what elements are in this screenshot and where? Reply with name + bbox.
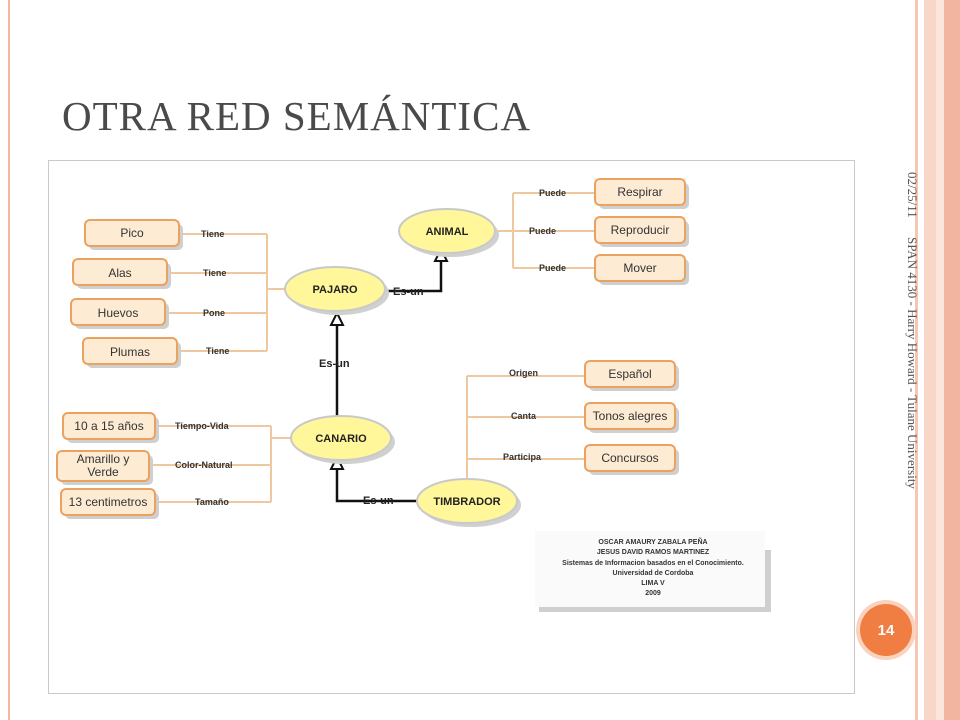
credit-line: Sistemas de Informacion basados en el Co… (562, 560, 744, 567)
svg-text:Reproducir: Reproducir (611, 223, 670, 237)
isa-label-timbrador-canario: Es-un (363, 495, 394, 507)
credit-line: LIMA V (641, 580, 665, 587)
timbrador-connectors (466, 375, 585, 483)
slide-footer-vertical: 02/25/11 SPAN 4130 - Harry Howard - Tula… (880, 172, 920, 572)
slide-course-info: SPAN 4130 - Harry Howard - Tulane Univer… (905, 237, 920, 489)
node-pico: Pico (84, 219, 183, 250)
concept-timbrador: TIMBRADOR (416, 478, 521, 527)
node-plumas: Plumas (82, 337, 181, 368)
canario-connectors (149, 425, 293, 503)
link-puede: Puede (539, 188, 566, 198)
credit-line: OSCAR AMAURY ZABALA PEÑA (598, 537, 707, 546)
link-puede: Puede (539, 263, 566, 273)
node-tiempo-vida-value: 10 a 15 años (62, 412, 159, 443)
svg-text:Tonos alegres: Tonos alegres (593, 409, 668, 423)
semantic-network-svg: Es-un Es-un Es-un Pico Tiene Alas Tiene … (56, 178, 771, 612)
isa-arrows (329, 246, 449, 503)
credit-line: 2009 (645, 590, 661, 597)
svg-text:TIMBRADOR: TIMBRADOR (433, 496, 500, 508)
svg-text:Plumas: Plumas (110, 345, 150, 359)
pajaro-connectors (167, 233, 287, 352)
page-number-badge: 14 (860, 604, 912, 656)
node-reproducir: Reproducir (594, 216, 689, 247)
node-huevos: Huevos (70, 298, 169, 329)
svg-text:Español: Español (608, 367, 651, 381)
svg-text:Respirar: Respirar (617, 185, 662, 199)
link-puede: Puede (529, 226, 556, 236)
link-tiene: Tiene (203, 268, 226, 278)
svg-text:Huevos: Huevos (98, 306, 139, 320)
concept-canario: CANARIO (290, 415, 395, 464)
svg-text:Verde: Verde (87, 465, 119, 479)
svg-text:Alas: Alas (108, 266, 131, 280)
svg-text:CANARIO: CANARIO (315, 433, 367, 445)
node-mover: Mover (594, 254, 689, 285)
link-tiempo-vida: Tiempo-Vida (175, 421, 230, 431)
animal-connectors (497, 192, 595, 269)
svg-text:Amarillo y: Amarillo y (77, 452, 130, 466)
left-decorative-border (8, 0, 10, 720)
semantic-network-diagram: Es-un Es-un Es-un Pico Tiene Alas Tiene … (48, 160, 855, 694)
slide-title: OTRA RED SEMÁNTICA (62, 93, 532, 139)
link-tiene: Tiene (201, 229, 224, 239)
slide-date: 02/25/11 (905, 172, 920, 218)
concept-pajaro: PAJARO (284, 266, 389, 315)
right-decorative-border (944, 0, 960, 720)
svg-text:Mover: Mover (623, 261, 656, 275)
link-canta: Canta (511, 411, 537, 421)
node-color-value: Amarillo y Verde (56, 450, 153, 485)
link-origen: Origen (509, 368, 538, 378)
link-tamano: Tamaño (195, 497, 229, 507)
link-tiene: Tiene (206, 346, 229, 356)
right-decorative-border (915, 0, 918, 720)
svg-text:10 a 15 años: 10 a 15 años (74, 419, 143, 433)
credit-line: JESUS DAVID RAMOS MARTINEZ (597, 549, 710, 556)
svg-text:Concursos: Concursos (601, 451, 658, 465)
credits-box: OSCAR AMAURY ZABALA PEÑA JESUS DAVID RAM… (535, 531, 771, 612)
credit-line: Universidad de Cordoba (613, 570, 694, 577)
node-tonos-alegres: Tonos alegres (584, 402, 679, 433)
svg-text:Pico: Pico (120, 226, 144, 240)
node-concursos: Concursos (584, 444, 679, 475)
svg-text:13 centimetros: 13 centimetros (69, 495, 148, 509)
node-alas: Alas (72, 258, 171, 289)
isa-label-pajaro-animal: Es-un (393, 286, 424, 298)
svg-text:ANIMAL: ANIMAL (426, 226, 469, 238)
link-participa: Participa (503, 452, 542, 462)
node-espanol: Español (584, 360, 679, 391)
right-decorative-border (936, 0, 944, 720)
svg-text:PAJARO: PAJARO (312, 284, 357, 296)
right-decorative-border (924, 0, 936, 720)
isa-label-canario-pajaro: Es-un (319, 358, 350, 370)
link-color-natural: Color-Natural (175, 460, 233, 470)
node-tamano-value: 13 centimetros (60, 488, 159, 519)
node-respirar: Respirar (594, 178, 689, 209)
link-pone: Pone (203, 308, 225, 318)
concept-animal: ANIMAL (398, 208, 499, 257)
